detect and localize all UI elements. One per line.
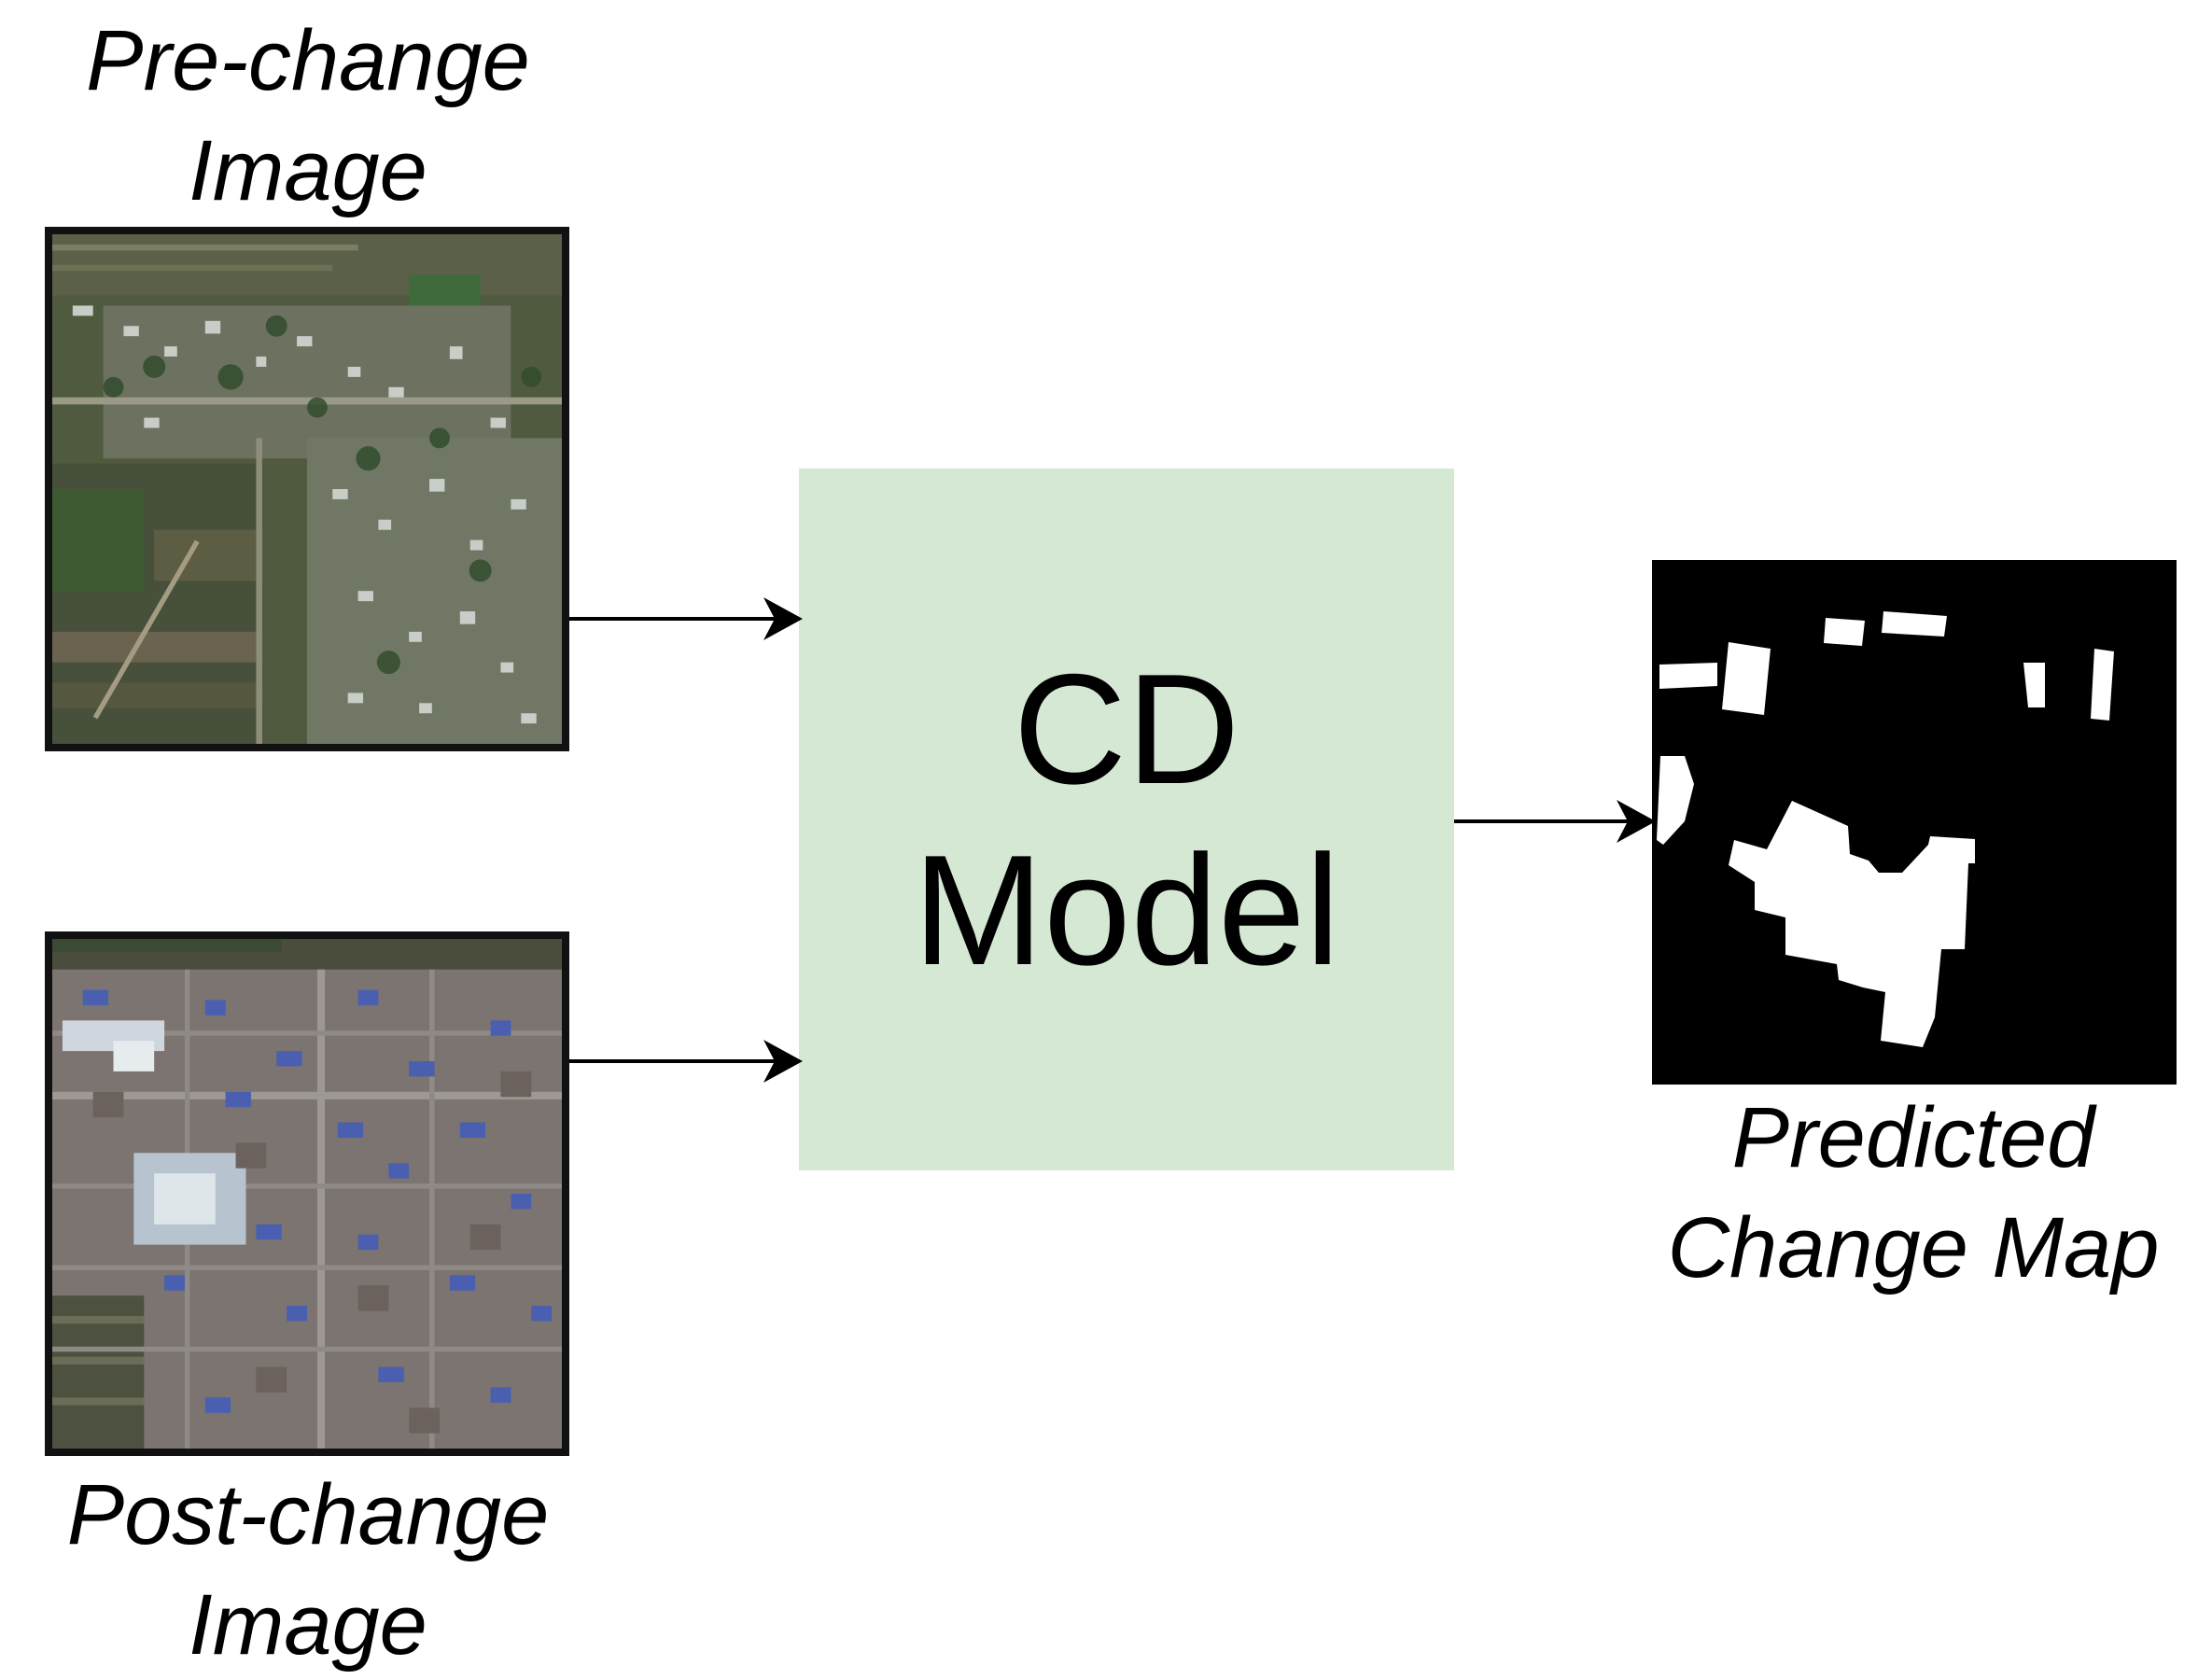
post-change-label-line-1: Post-change xyxy=(66,1467,550,1562)
predicted-label-line-2: Change Map xyxy=(1667,1200,2160,1295)
change-region xyxy=(2091,649,2114,721)
post-change-image-label: Post-change Image xyxy=(28,1460,588,1680)
change-region xyxy=(2023,663,2045,707)
pre-change-label-line-2: Image xyxy=(189,123,427,218)
predicted-change-map-label: Predicted Change Map xyxy=(1624,1083,2203,1303)
model-title-line-1: CD xyxy=(1013,641,1240,817)
pre-change-label-line-1: Pre-change xyxy=(86,13,530,108)
change-map-regions xyxy=(1657,611,2114,1047)
change-region xyxy=(1824,618,1865,646)
change-region xyxy=(1722,642,1771,715)
post-change-satellite-texture xyxy=(52,939,562,1449)
change-region xyxy=(1659,663,1717,689)
change-region xyxy=(1657,756,1694,845)
pre-change-image-label: Pre-change Image xyxy=(37,6,579,226)
arrowhead xyxy=(1617,800,1656,843)
arrowhead xyxy=(763,1040,803,1083)
model-title-line-2: Model xyxy=(913,822,1340,998)
change-region xyxy=(1729,801,1975,1047)
predicted-label-line-1: Predicted xyxy=(1731,1090,2095,1185)
cd-model-box: CD Model xyxy=(799,469,1454,1170)
predicted-change-map xyxy=(1652,560,2177,1085)
post-change-image xyxy=(45,931,569,1456)
arrowhead xyxy=(763,597,803,640)
change-region xyxy=(1882,611,1947,637)
pre-change-image xyxy=(45,227,569,751)
post-change-label-line-2: Image xyxy=(189,1577,427,1673)
pre-change-satellite-texture xyxy=(52,234,562,744)
